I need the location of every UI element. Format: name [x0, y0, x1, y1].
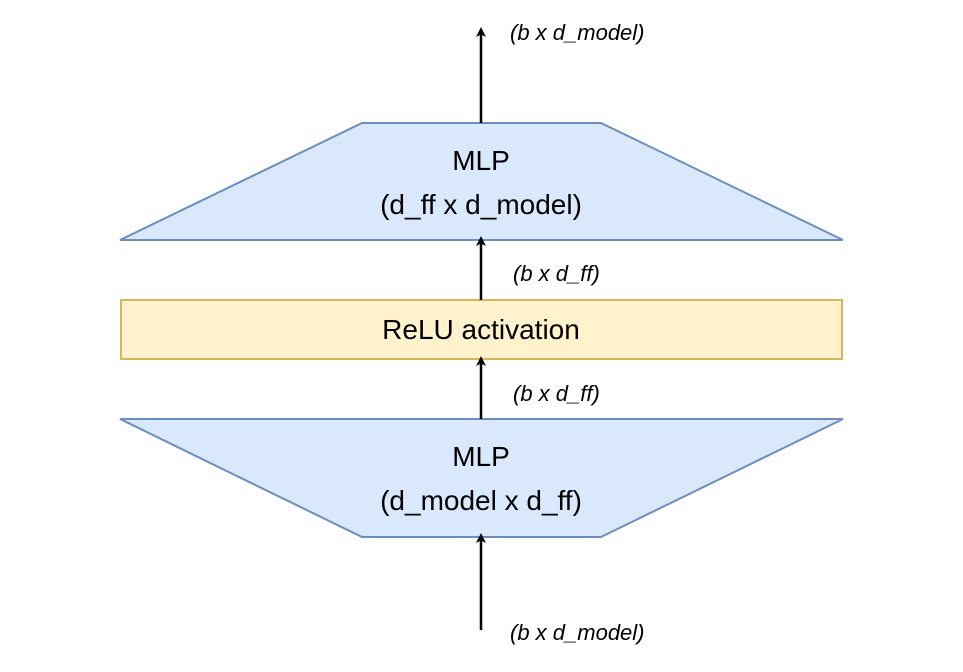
bottom-mlp-shape [119, 418, 844, 538]
input-dims-label: (b x d_model) [510, 620, 645, 645]
bottom-mlp-dims: (d_model x d_ff) [380, 485, 582, 516]
output-dims-label: (b x d_model) [510, 20, 645, 45]
after-relu-dims-label: (b x d_ff) [513, 261, 600, 286]
before-relu-dims-label: (b x d_ff) [513, 381, 600, 406]
top-mlp-shape [119, 122, 844, 241]
relu-label: ReLU activation [382, 314, 580, 345]
bottom-mlp-title: MLP [452, 441, 510, 472]
relu-box [120, 299, 843, 360]
top-mlp-title: MLP [452, 145, 510, 176]
top-mlp-dims: (d_ff x d_model) [380, 189, 582, 220]
